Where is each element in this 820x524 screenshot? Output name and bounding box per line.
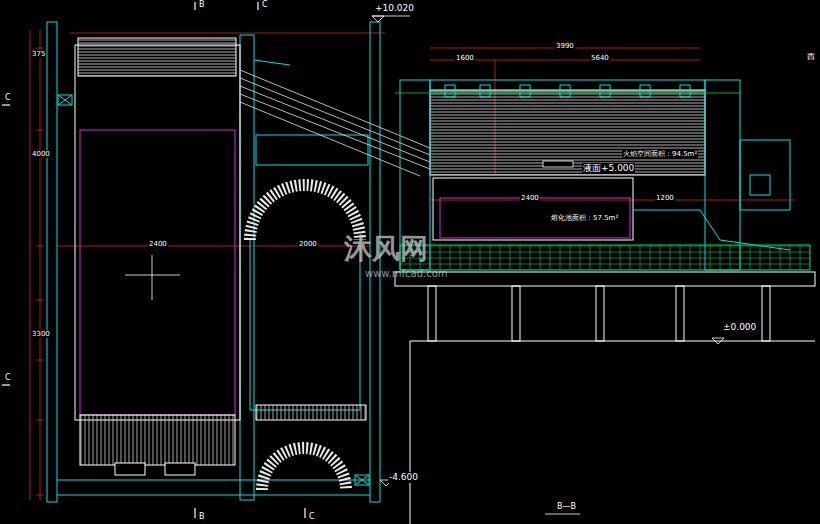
dimension: 1600: [455, 54, 475, 62]
section-mark: C: [4, 93, 12, 103]
section-mark: C: [4, 373, 12, 383]
section-mark: B: [198, 512, 206, 522]
dimension: 3300: [31, 330, 51, 338]
orientation-mark: 西: [806, 52, 816, 62]
watermark: 沐风网: [343, 232, 429, 266]
elevation-mark: ±0.000: [722, 322, 757, 333]
watermark: www.mfcad.com: [364, 268, 449, 280]
dimension: 2000: [298, 240, 318, 248]
liquid-level: 液面+5.000: [582, 163, 635, 174]
dimension: 375: [31, 50, 46, 58]
area-note: 熔化池面积：57.5m²: [550, 214, 619, 222]
dimension: 3990: [555, 42, 575, 50]
section-title: B—B: [556, 502, 577, 512]
dimension: 2400: [520, 194, 540, 202]
elevation-mark: -4.600: [388, 472, 419, 483]
dimension: 5640: [590, 54, 610, 62]
section-mark: C: [261, 0, 269, 10]
dimension: 1200: [655, 194, 675, 202]
dimension: 4000: [31, 150, 51, 158]
area-note: 火焰空间面积：94.5m²: [622, 150, 698, 158]
dimension: 2400: [148, 240, 168, 248]
section-mark: B: [198, 0, 206, 10]
section-mark: C: [308, 512, 316, 522]
elevation-mark: +10.020: [374, 3, 415, 14]
